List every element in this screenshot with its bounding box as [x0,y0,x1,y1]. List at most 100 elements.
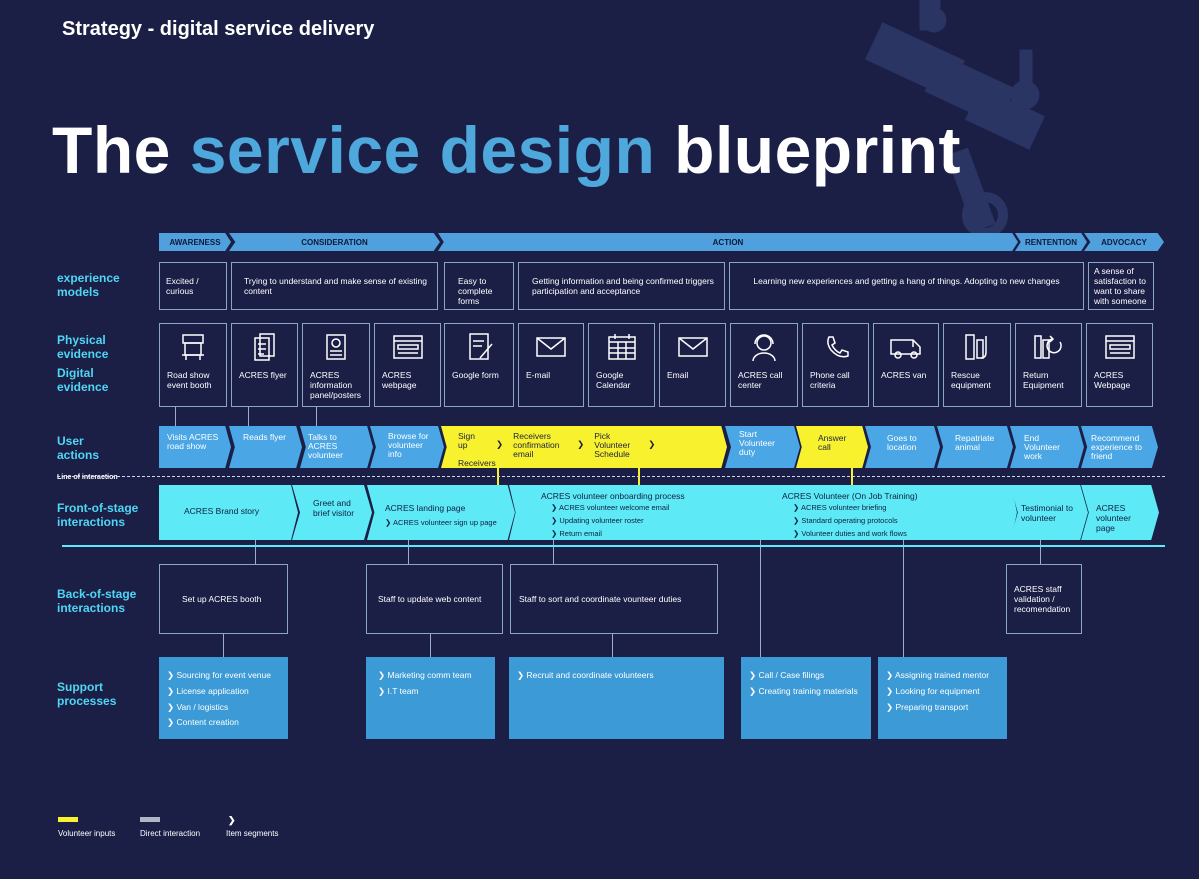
title-word-the: The [52,113,171,187]
front-stage-item: ACRES volunteer onboarding process❯ ACRE… [509,485,729,540]
experience-box: Easy to complete forms [444,262,514,310]
headset-icon [752,334,776,362]
support-item: ❯ Looking for equipment [886,686,980,696]
evidence-label: ACRES call center [738,370,783,390]
phase-consideration: CONSIDERATION [229,233,440,251]
phone-icon [826,336,849,358]
equipment-icon [965,334,987,360]
support-process: ❯ Sourcing for event venue ❯ License app… [159,657,288,739]
evidence-flyer: ACRES flyer [231,323,298,407]
back-stage-item: Staff to sort and coordinate vounteer du… [510,564,718,634]
front-stage-label: ACRES volunteer onboarding process [541,491,685,501]
evidence-webpage: ACRES webpage [374,323,441,407]
user-action: Start Volunteer duty [725,426,800,468]
front-stage-label: Greet and brief visitor [313,498,355,518]
support-item: ❯ Creating training materials [749,686,858,696]
front-stage-segment: ❯ Volunteer duties and work flows [793,529,907,538]
evidence-booth: Road show event booth [159,323,227,407]
item-segment-glyph: ❯ [577,439,585,449]
connector-line [1040,540,1041,564]
connector-line [430,633,431,657]
experience-box: Getting information and being confirmed … [518,262,725,310]
connector-line [248,407,249,426]
row-label-experience: experience models [57,271,120,299]
connector-line [612,633,613,657]
support-item: ❯ Call / Case filings [749,670,825,680]
row-label-digital: Digital evidence [57,366,109,394]
front-stage-item: ACRES Volunteer (On Job Training)❯ ACRES… [722,485,1017,540]
support-process: ❯ Assigning trained mentor ❯ Looking for… [878,657,1007,739]
support-item: ❯ Marketing comm team [378,670,472,680]
connector-line [223,633,224,657]
evidence-label: ACRES webpage [382,370,417,390]
evidence-label: ACRES information panel/posters [310,370,362,400]
user-action-volunteer-input: Sign up❯Receivers confirmation email❯Pic… [441,426,727,468]
back-stage-item: ACRES staff validation / recomendation [1006,564,1082,634]
front-stage-label: Testimonial to volunteer [1021,503,1073,523]
front-stage-segment: ❯ ACRES volunteer briefing [793,503,887,512]
evidence-webpage: ACRES Webpage [1086,323,1153,407]
webpage-icon [392,335,423,359]
evidence-calendar: Google Calendar [588,323,655,407]
front-stage-item: ACRES landing page❯ ACRES volunteer sign… [367,485,515,540]
evidence-label: ACRES Webpage [1094,370,1131,390]
row-label-line: Line of interaction [57,474,118,481]
front-stage-item: ACRES Brand story [159,485,298,540]
experience-box: A sense of satisfaction to want to share… [1088,262,1154,310]
connector-line [255,540,256,564]
back-stage-item: Set up ACRES booth [159,564,288,634]
return-icon [1033,335,1062,359]
support-process: ❯ Recruit and coordinate volunteers [509,657,724,739]
van-icon [890,339,921,359]
evidence-email: E-mail [518,323,584,407]
title-highlight: service design [189,113,656,187]
line-of-visibility [62,545,1165,547]
evidence-label: ACRES flyer [239,370,287,380]
evidence-label: E-mail [526,370,551,380]
row-label-back: Back-of-stage interactions [57,587,137,615]
row-label-physical: Physical evidence [57,333,109,361]
poster-icon [326,334,346,360]
front-stage-segment: ❯ Standard operating protocols [793,516,898,525]
item-segment-glyph: ❯ [496,439,504,449]
support-process: ❯ Call / Case filings ❯ Creating trainin… [741,657,871,739]
user-action: Answer call [796,426,868,468]
row-label-user: User actions [57,434,100,462]
phase-advocacy: ADVOCACY [1084,233,1164,251]
evidence-label: Phone call criteria [810,370,850,390]
evidence-label: Email [667,370,689,380]
evidence-form: Google form [444,323,514,407]
front-stage-segment: ❯ Updating volunteer roster [551,516,644,525]
user-action: Sign up [458,431,476,450]
support-item: ❯ Recruit and coordinate volunteers [517,670,654,680]
evidence-phone: Phone call criteria [802,323,869,407]
connector-line [408,540,409,564]
support-item: ❯ Sourcing for event venue [167,670,271,680]
front-stage-label: ACRES volunteer page [1096,503,1131,533]
form-icon [469,333,493,360]
front-stage-item: Greet and brief visitor [292,485,372,540]
user-action: Receivers confirmation email [458,458,505,486]
volunteer-input-line [851,468,853,490]
user-action: Browse for volunteer info [370,426,444,468]
connector-line [316,407,317,426]
legend-label-segments: Item segments [226,829,279,838]
volunteer-input-line [497,468,499,490]
evidence-poster: ACRES information panel/posters [302,323,370,407]
connector-line [553,540,554,564]
front-stage-label: ACRES landing page [385,503,466,513]
front-stage-item: ACRES volunteer page [1081,485,1159,540]
evidence-label: Road show event booth [167,370,212,390]
support-item: ❯ Content creation [167,717,239,727]
email-icon [536,337,566,357]
experience-box: Trying to understand and make sense of e… [231,262,438,310]
support-item: ❯ I.T team [378,686,419,696]
experience-box: Learning new experiences and getting a h… [729,262,1084,310]
evidence-label: Rescue equipment [951,370,991,390]
booth-icon [182,334,204,360]
background-logo-graphic [865,0,1045,238]
evidence-return: Return Equipment [1015,323,1082,407]
legend-label-direct: Direct interaction [140,829,201,838]
connector-line [760,540,761,657]
phase-awareness: AWARENESS [159,233,231,251]
